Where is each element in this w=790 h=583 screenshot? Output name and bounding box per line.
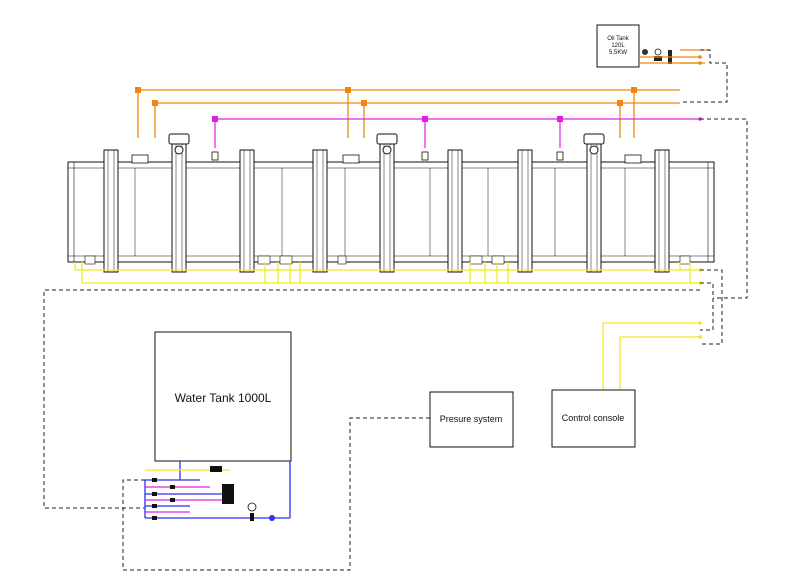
magenta-line — [214, 118, 700, 148]
valve-blocks — [131, 151, 642, 164]
control-console[interactable]: Control console — [551, 389, 636, 448]
water-valve-icon — [247, 502, 275, 521]
oil-tank[interactable]: Oil Tank 120L 5.5KW — [596, 24, 640, 68]
electric-lines — [74, 262, 700, 390]
frame-clamps — [103, 137, 670, 273]
water-pump-icon — [210, 466, 234, 504]
cylinder-heads — [168, 133, 605, 155]
pressure-system[interactable]: Presure system — [429, 391, 514, 448]
oil-tank-label-line2: 120L — [611, 43, 625, 49]
clamp-inner-lines — [107, 138, 666, 272]
magenta-water-lines — [145, 486, 230, 513]
water-tank-label: Water Tank 1000L — [175, 391, 272, 405]
dashed-control-lines — [43, 49, 748, 571]
oil-tank-label-line1: Oil Tank — [607, 36, 630, 42]
electric-junction-markers — [698, 268, 702, 339]
oil-tank-label-line3: 5.5KW — [609, 50, 627, 56]
oil-lines — [137, 49, 710, 138]
pressure-system-label: Presure system — [440, 414, 503, 424]
control-console-label: Control console — [562, 413, 625, 423]
frame-feet — [84, 255, 691, 265]
water-tank[interactable]: Water Tank 1000L — [154, 331, 292, 462]
water-fitting-icons — [152, 478, 175, 520]
oil-junction-markers — [135, 55, 702, 106]
